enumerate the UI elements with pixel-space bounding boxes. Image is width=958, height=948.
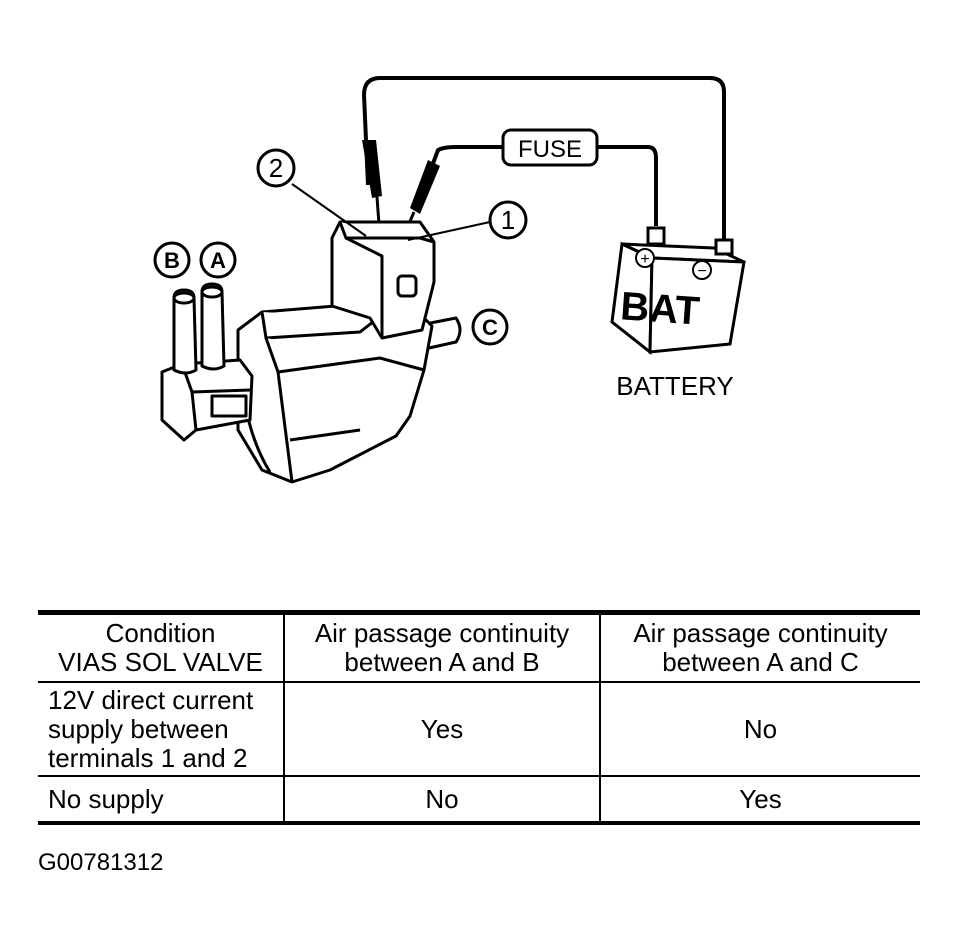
continuity-table-grid: Condition VIAS SOL VALVE Air passage con…	[38, 610, 920, 825]
callout-port-b: B	[153, 241, 191, 279]
table-row: 12V direct current supply between termin…	[38, 681, 920, 777]
battery-label: BATTERY	[616, 371, 734, 401]
fuse-label: FUSE	[518, 136, 582, 163]
fuse: FUSE	[501, 128, 599, 167]
header-ab: Air passage continuity between A and B	[283, 611, 601, 683]
battery: + − BAT	[610, 226, 746, 356]
table-row: No supply No Yes	[38, 775, 920, 824]
callout-terminal-1: 1	[488, 200, 528, 240]
svg-text:B: B	[164, 248, 180, 273]
leader-terminal-1	[407, 221, 491, 241]
row-condition: No supply	[38, 775, 285, 824]
callout-port-c: C	[471, 308, 509, 346]
row-ac-value: No	[599, 681, 920, 777]
wire-to-fuse	[423, 145, 503, 186]
svg-text:A: A	[210, 248, 226, 273]
callout-terminal-2: 2	[256, 148, 296, 188]
row-ab-value: Yes	[283, 681, 601, 777]
callout-port-a: A	[199, 241, 237, 279]
header-condition: Condition VIAS SOL VALVE	[38, 611, 285, 683]
wiring-diagram: FUSE + − BAT BATTERY	[153, 76, 746, 484]
row-ab-value: No	[283, 775, 601, 824]
wire-fuse-to-battery	[597, 145, 658, 226]
row-ac-value: Yes	[599, 775, 920, 824]
battery-minus-sign: −	[697, 263, 706, 280]
battery-plus-sign: +	[640, 251, 649, 268]
leader-terminal-2	[291, 183, 367, 237]
figure-id: G00781312	[38, 849, 164, 876]
solenoid-valve	[160, 220, 462, 484]
wire-negative	[361, 76, 726, 240]
battery-case-text: BAT	[619, 284, 701, 333]
svg-text:2: 2	[269, 153, 283, 183]
header-ac: Air passage continuity between A and C	[599, 611, 920, 683]
continuity-table: Condition VIAS SOL VALVE Air passage con…	[38, 610, 920, 825]
svg-text:C: C	[482, 315, 498, 340]
row-condition: 12V direct current supply between termin…	[38, 681, 285, 777]
svg-text:1: 1	[501, 205, 515, 235]
table-header-row: Condition VIAS SOL VALVE Air passage con…	[38, 611, 920, 683]
